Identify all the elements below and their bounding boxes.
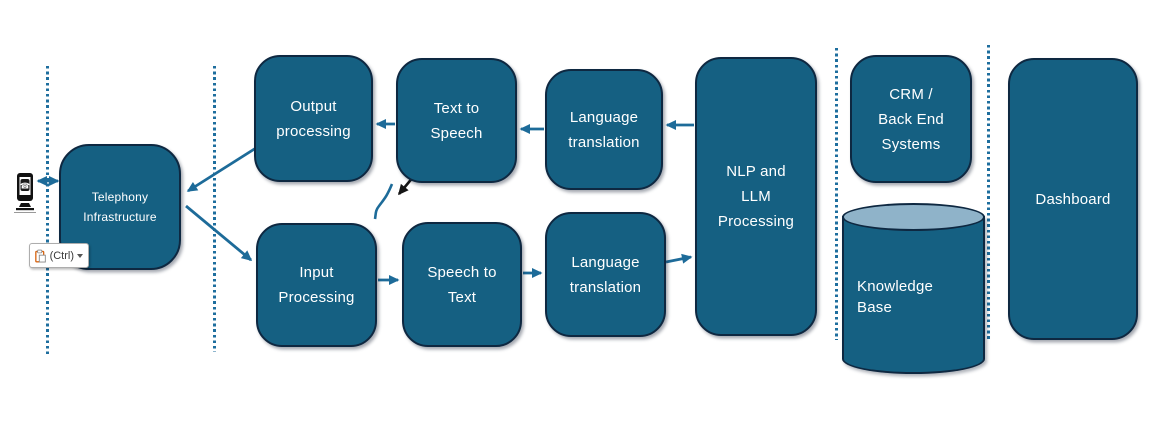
node-label-line: Input [299,264,334,281]
dotted-separator-2[interactable] [213,66,216,352]
node-language-translation-top[interactable]: Language translation [545,69,663,190]
node-label-line: translation [569,278,642,296]
node-output-processing[interactable]: Output processing [254,55,373,182]
node-label-line: Infrastructure [83,210,157,224]
node-label-knowledge-base: Knowledge Base [857,276,933,318]
node-label-line: Processing [717,213,795,230]
phone-icon[interactable]: ☎ [12,172,38,214]
node-knowledge-base-cylinder[interactable] [842,216,985,374]
node-crm-back-end-systems[interactable]: CRM / Back End Systems [850,55,972,183]
connector-output-to-telephony[interactable] [186,146,257,193]
node-label-line: processing [276,122,351,140]
node-label-line: Language [569,108,639,126]
node-text-to-speech[interactable]: Text to Speech [396,58,517,183]
connector-curve-fragment[interactable] [373,183,394,220]
node-label-line: Speech [430,124,483,142]
node-label-line: Systems [881,135,941,153]
node-label-line: NLP and [726,163,786,180]
node-label-line: Base [857,299,892,316]
node-label-line: Knowledge [857,278,934,295]
node-label-line: Text [447,288,477,306]
node-dashboard[interactable]: Dashboard [1008,58,1138,340]
dotted-separator-4[interactable] [987,45,990,341]
paste-options-button[interactable]: (Ctrl) [29,243,89,268]
node-language-translation-bottom[interactable]: Language translation [545,212,666,337]
handset-glyph: ☎ [20,182,30,191]
node-speech-to-text[interactable]: Speech to Text [402,222,522,347]
node-label-line: translation [568,133,640,151]
dotted-separator-1[interactable] [46,66,49,354]
clipboard-paste-icon [35,249,46,262]
node-nlp-llm-processing[interactable]: NLP and LLM Processing [695,57,817,336]
node-label-line: Language [571,253,640,271]
connector-langbot-to-nlp[interactable] [665,253,693,264]
paste-options-label: (Ctrl) [49,249,74,262]
node-label-line: LLM [741,188,771,205]
node-label-line: Telephony [91,190,149,204]
node-label-line: Back End [878,110,944,128]
node-input-processing[interactable]: Input Processing [256,223,377,347]
node-label-line: Dashboard [1035,190,1111,208]
node-label-line: Speech to [427,263,497,281]
node-label-line: Output [290,97,337,115]
node-label-line: Text to [433,99,480,117]
node-label-line: CRM / [889,85,933,103]
cylinder-top-ellipse [842,203,985,231]
dropdown-caret-icon[interactable] [77,253,83,258]
connector-telephony-to-input[interactable] [185,204,253,262]
dotted-separator-3[interactable] [835,48,838,340]
node-label-line: Processing [278,289,355,306]
